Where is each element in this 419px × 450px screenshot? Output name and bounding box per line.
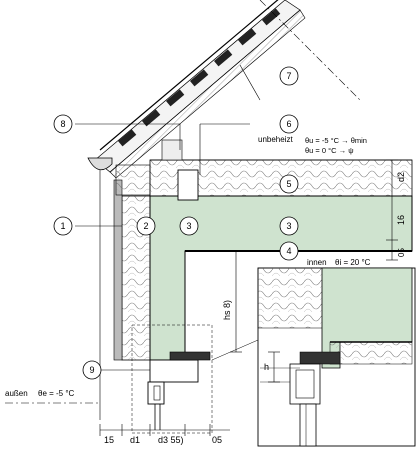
inner-temp: θi = 20 °C bbox=[335, 258, 371, 267]
callout-8: 8 bbox=[53, 114, 73, 134]
outer-temp: θe = -5 °C bbox=[38, 389, 75, 398]
hs-dimension: hs 8) bbox=[222, 250, 242, 353]
svg-text:8: 8 bbox=[60, 119, 65, 129]
dim-16: 16 bbox=[396, 215, 406, 225]
inset-detail: h bbox=[211, 267, 416, 447]
dim-hs: hs 8) bbox=[222, 300, 232, 320]
dim-bottom-05: 05 bbox=[212, 435, 222, 445]
theta-u-line: θu = -5 °C → θmin bbox=[305, 136, 367, 145]
roof-tiles bbox=[118, 8, 281, 147]
facade-layer bbox=[113, 179, 123, 361]
rafter-support bbox=[177, 169, 199, 201]
svg-text:9: 9 bbox=[89, 365, 94, 375]
callout-9: 9 bbox=[82, 360, 102, 380]
callout-4: 4 bbox=[279, 241, 299, 261]
inner-label: innen bbox=[307, 258, 327, 267]
dim-d2: d2 bbox=[396, 172, 406, 182]
dim-bottom-d3: d3 55) bbox=[158, 435, 184, 445]
roof-assembly bbox=[94, 0, 361, 179]
svg-text:2: 2 bbox=[143, 221, 148, 231]
svg-text:5: 5 bbox=[286, 179, 291, 189]
window-frame bbox=[147, 351, 211, 430]
bottom-dimension-chain: 15 d1 d3 55) 05 bbox=[99, 424, 230, 445]
callout-2: 2 bbox=[136, 216, 156, 236]
leader-lines bbox=[75, 64, 285, 371]
callout-3-slab: 3 bbox=[279, 216, 299, 236]
dim-detail-h: h bbox=[264, 362, 269, 372]
theta-u2-line: θu = 0 °C → ψ bbox=[305, 146, 354, 155]
svg-text:4: 4 bbox=[286, 246, 291, 256]
outer-label: außen bbox=[5, 389, 28, 398]
unheated-label: unbeheizt bbox=[258, 135, 293, 144]
dim-bottom-15: 15 bbox=[104, 435, 114, 445]
callout-5: 5 bbox=[279, 174, 299, 194]
callout-1: 1 bbox=[53, 216, 73, 236]
right-dimension-chain: d2 16 05 bbox=[386, 159, 406, 261]
callout-7: 7 bbox=[279, 66, 299, 86]
dim-bottom-d1: d1 bbox=[130, 435, 140, 445]
svg-text:6: 6 bbox=[286, 119, 291, 129]
gutter bbox=[87, 157, 113, 420]
svg-text:3: 3 bbox=[186, 221, 191, 231]
svg-text:1: 1 bbox=[60, 221, 65, 231]
detail-region-outline bbox=[131, 324, 213, 434]
dim-05-right: 05 bbox=[397, 248, 406, 257]
callout-3-lower: 3 bbox=[179, 216, 199, 236]
svg-text:3: 3 bbox=[286, 221, 291, 231]
callout-6: 6 bbox=[279, 114, 299, 134]
svg-text:7: 7 bbox=[286, 71, 291, 81]
